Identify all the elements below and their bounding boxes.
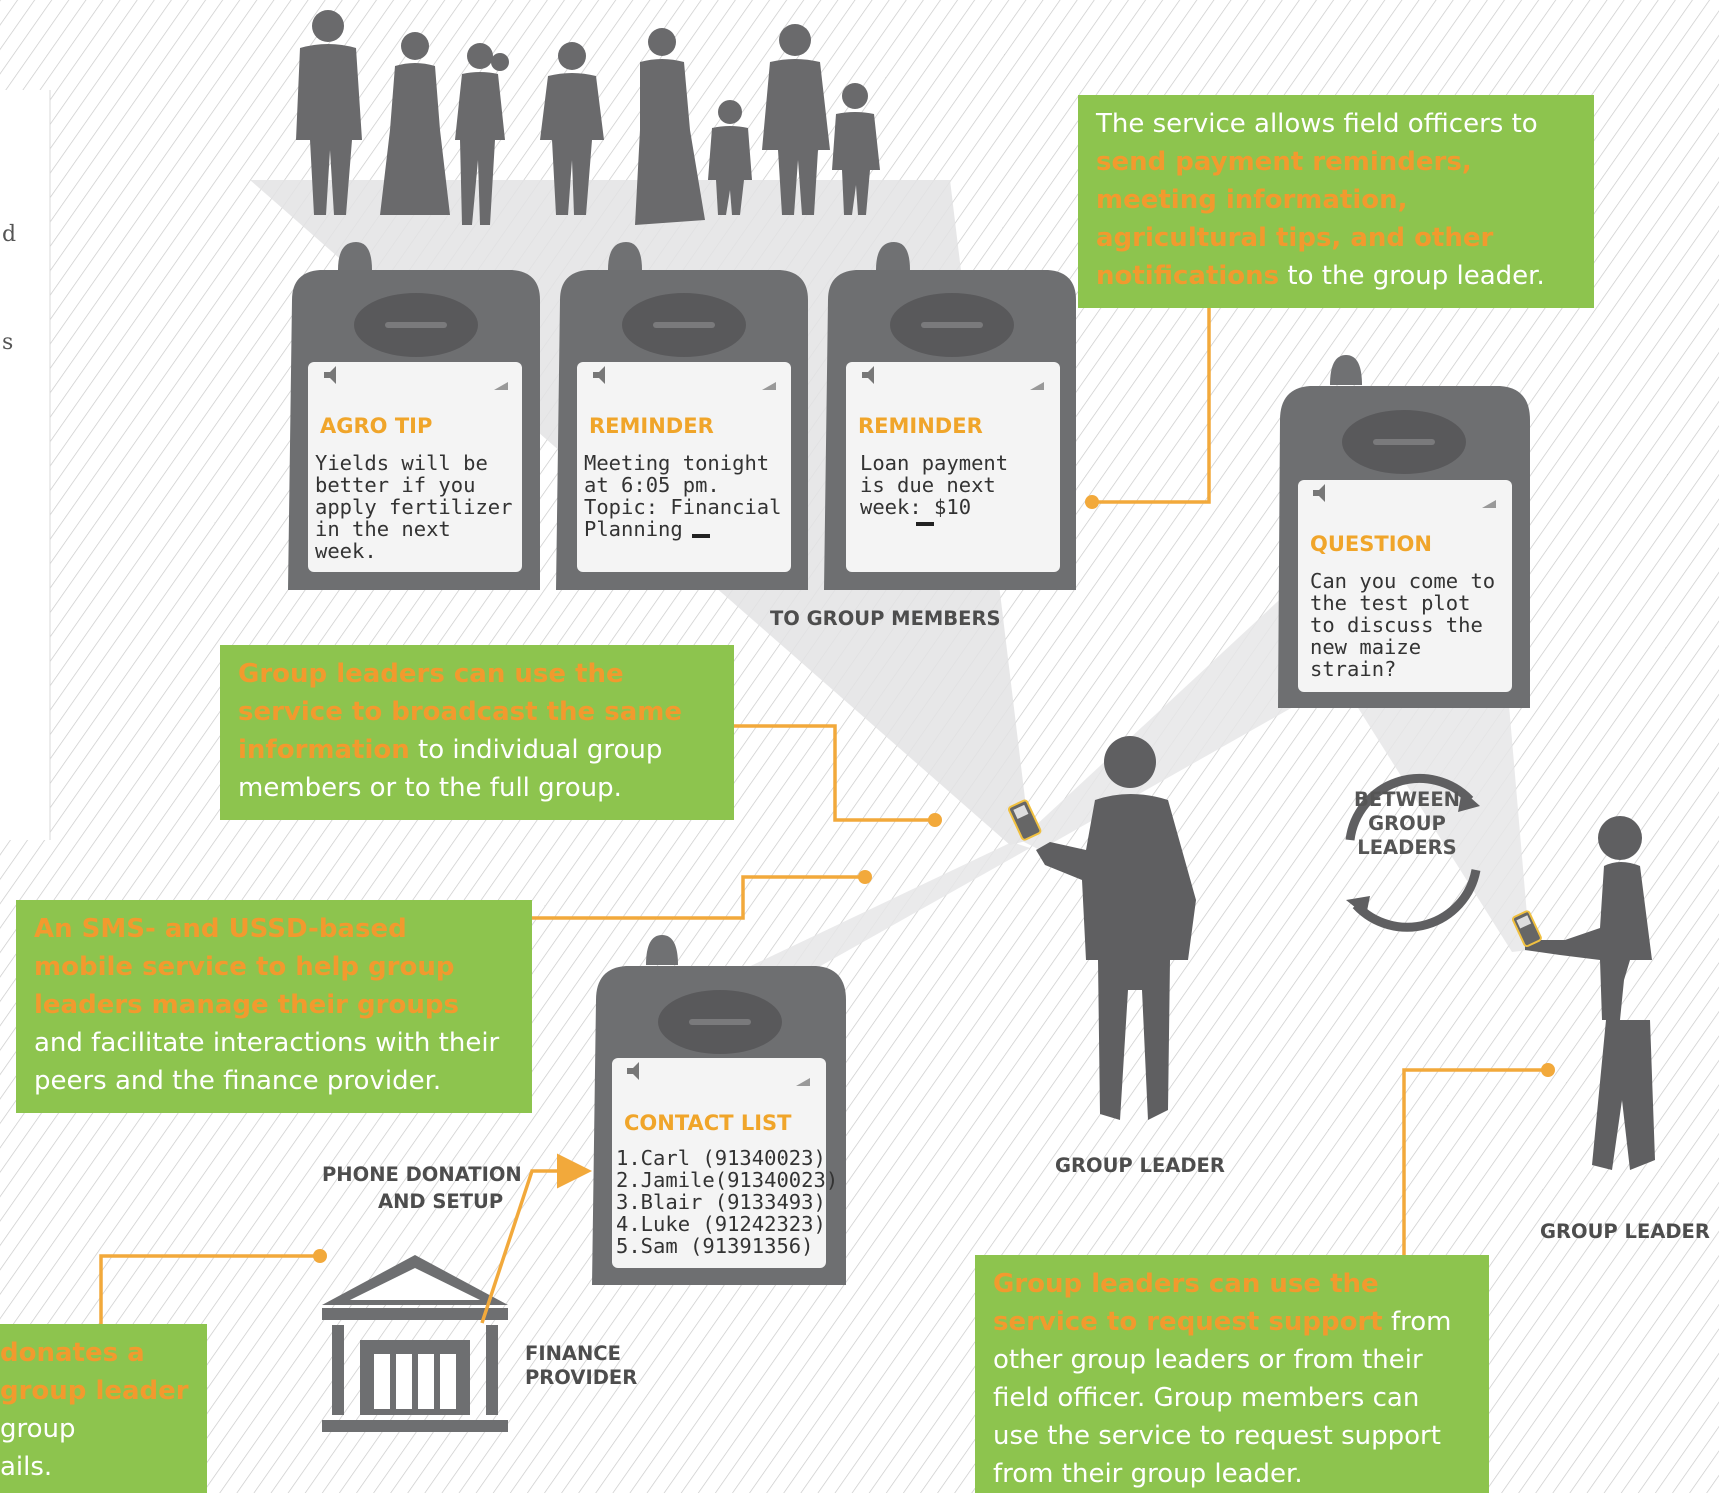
connector [1402,1068,1548,1256]
phone-title: REMINDER [589,414,714,438]
callout-broadcast: Group leaders can use the service to bro… [220,645,734,820]
callout-text: ails. [0,1452,53,1482]
callout-phone-donation: donates a group leader group ails. [0,1324,207,1493]
second-group-leader-silhouette [1525,816,1655,1170]
text-cursor [692,534,710,538]
phone-title: REMINDER [858,414,983,438]
phone-message-line: Planning [584,517,683,541]
contact-entry: 3.Blair (9133493) [616,1190,826,1214]
phone-message-line: new maize [1310,635,1421,659]
connector-lines [99,305,1548,1328]
page-text-fragment: s [2,330,14,355]
callout-field-officers: The service allows field officers to sen… [1078,95,1594,308]
callout-service: An SMS- and USSD-based mobile service to… [16,900,532,1113]
callout-highlight: Group leaders can use the service to req… [993,1269,1383,1337]
label-to-group-members: TO GROUP MEMBERS [770,607,1001,630]
child-silhouette [832,83,880,215]
phone-message-line: at 6:05 pm. [584,473,720,497]
label-finance-provider: FINANCE [525,1342,621,1365]
arrow-connector [480,1153,592,1324]
cycle-label: GROUP [1368,812,1446,835]
phone-message-line: better if you [315,473,475,497]
person-silhouette [455,43,509,225]
phone-loan-reminder: REMINDER Loan payment is due next week: … [824,242,1076,590]
phone-title: QUESTION [1310,532,1432,556]
child-silhouette [708,100,752,215]
label-finance-provider: PROVIDER [525,1366,637,1389]
callout-text: to the group leader. [1287,261,1545,291]
phone-message-line: Topic: Financial [584,495,781,519]
phone-meeting-reminder: REMINDER Meeting tonight at 6:05 pm. Top… [556,242,808,590]
page-margin-panel [0,90,50,840]
label-phone-donation: AND SETUP [378,1190,503,1213]
callout-text: and facilitate interactions with their p… [34,1028,500,1096]
connector [530,875,865,920]
beam-to-contact-list [700,842,1030,1000]
callout-text: to individual group members or to the fu… [238,735,663,803]
bank-building-icon [322,1255,508,1432]
contact-entry: 2.Jamile(91340023) [616,1168,838,1192]
cycle-label: LEADERS [1357,836,1456,859]
callout-highlight: donates a [0,1338,145,1368]
callout-request-support: Group leaders can use the service to req… [975,1255,1489,1493]
handheld-phone-icon [1007,799,1042,841]
contact-entry: 4.Luke (91242323) [616,1212,826,1236]
phone-message-line: apply fertilizer [315,495,512,519]
phone-message-line: strain? [1310,657,1396,681]
phone-message-line: Meeting tonight [584,451,769,475]
phone-question: QUESTION Can you come to the test plot t… [1278,355,1530,708]
person-silhouette [762,24,830,215]
callout-highlight: An SMS- and USSD-based mobile service to… [34,914,459,1020]
contact-entry: 5.Sam (91391356) [616,1234,813,1258]
phone-title: AGRO TIP [320,414,432,438]
connector [730,724,935,822]
phone-message-line: week: $10 [860,495,971,519]
phone-message-line: Can you come to [1310,569,1495,593]
person-silhouette [540,42,604,215]
phone-message-line: is due next [860,473,996,497]
callout-highlight: send payment reminders, meeting informat… [1096,147,1494,291]
phone-agro-tip: AGRO TIP Yields will be better if you ap… [288,242,540,590]
callout-text: group [0,1414,76,1444]
phone-message-line: Yields will be [315,451,488,475]
label-group-leader: GROUP LEADER [1055,1154,1225,1177]
connector-dots [313,495,1555,1263]
phone-message-line: in the next [315,517,451,541]
page-text-fragment: d [2,222,17,247]
contact-entry: 1.Carl (91340023) [616,1146,826,1170]
connector [99,1254,320,1328]
phone-contact-list: CONTACT LIST 1.Carl (91340023) 2.Jamile(… [592,935,846,1285]
phone-message-line: to discuss the [1310,613,1483,637]
cycle-label: BETWEEN [1354,788,1460,811]
label-group-leader-2: GROUP LEADER [1540,1220,1710,1243]
group-members-silhouettes [296,10,880,225]
connector [1092,305,1211,504]
phone-message-line: Loan payment [860,451,1008,475]
text-cursor [916,522,934,526]
phone-message-line: week. [315,539,377,563]
person-silhouette [380,32,450,215]
callout-text: from other group leaders or from their f… [993,1307,1452,1489]
callout-text: The service allows field officers to [1096,109,1538,139]
label-phone-donation: PHONE DONATION [322,1163,522,1186]
handheld-phone-icon [1511,910,1542,948]
phone-message-line: the test plot [1310,591,1470,615]
callout-highlight: Group leaders can use the service to bro… [238,659,682,765]
phone-title: CONTACT LIST [624,1111,792,1135]
callout-highlight: group leader [0,1376,189,1406]
person-silhouette [296,10,362,215]
group-leader-silhouette [1036,736,1196,1120]
exchange-cycle-icon: BETWEEN GROUP LEADERS [1345,773,1481,932]
person-silhouette [635,28,705,225]
